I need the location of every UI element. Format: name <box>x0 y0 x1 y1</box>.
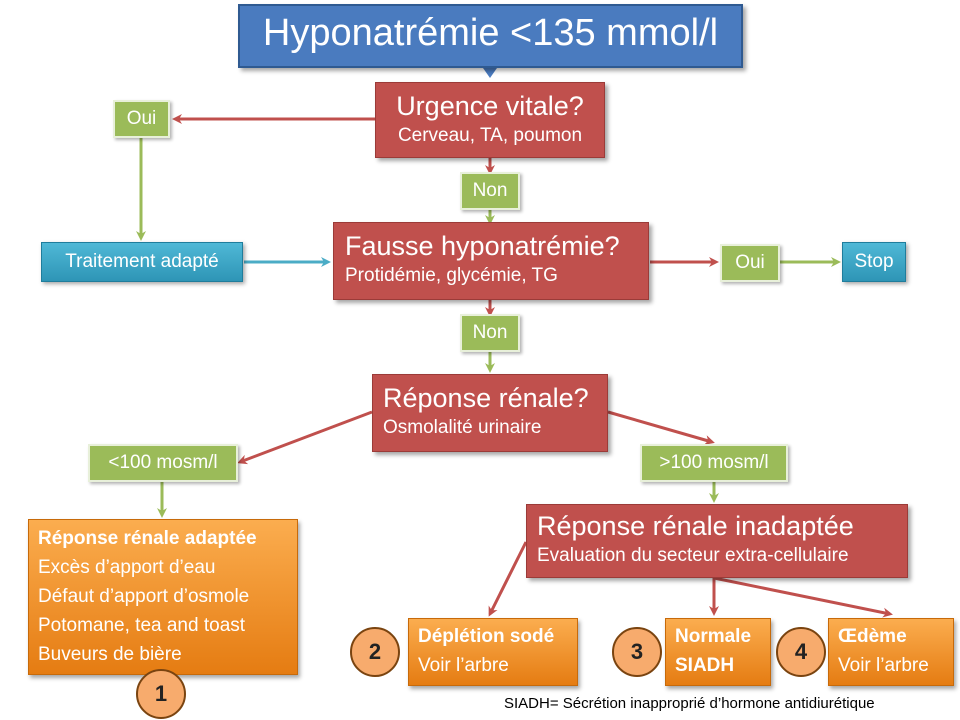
reponse-title: Réponse rénale? <box>383 383 589 413</box>
low-osmo-box: <100 mosm/l <box>88 444 238 482</box>
adaptee-item: Excès d’apport d’eau <box>38 557 216 578</box>
stop-label: Stop <box>854 251 894 272</box>
fausse-non-box: Non <box>460 314 520 352</box>
fausse-box: Fausse hyponatrémie? Protidémie, glycémi… <box>333 222 649 300</box>
urgence-oui-label: Oui <box>126 108 157 129</box>
depletion-subtitle: Voir l’arbre <box>418 655 509 676</box>
low-osmo-label: <100 mosm/l <box>108 452 218 473</box>
arrow-inadaptee-depletion <box>488 541 528 617</box>
normale-title: Normale <box>675 626 752 647</box>
urgence-subtitle: Cerveau, TA, poumon <box>397 125 583 146</box>
inadaptee-title: Réponse rénale inadaptée <box>537 511 854 541</box>
depletion-box: Déplétion sodé Voir l’arbre <box>408 618 578 686</box>
urgence-title: Urgence vitale? <box>396 91 584 121</box>
title-text: Hyponatrémie <135 mmol/l <box>262 12 719 54</box>
adaptee-item: Défaut d’apport d’osmole <box>38 586 250 607</box>
fausse-title: Fausse hyponatrémie? <box>345 231 620 261</box>
fausse-oui-label: Oui <box>735 252 765 273</box>
circle-4: 4 <box>776 627 826 677</box>
high-osmo-label: >100 mosm/l <box>659 452 769 473</box>
footnote: SIADH= Sécrétion inapproprié d’hormone a… <box>504 695 875 712</box>
arrow-reponse-high <box>607 410 715 445</box>
oedeme-box: Œdème Voir l’arbre <box>828 618 954 686</box>
urgence-oui-box: Oui <box>113 100 170 138</box>
fausse-oui-box: Oui <box>720 244 780 282</box>
urgence-box: Urgence vitale? Cerveau, TA, poumon <box>375 82 605 158</box>
title-box: Hyponatrémie <135 mmol/l <box>238 4 743 68</box>
depletion-title: Déplétion sodé <box>418 626 555 647</box>
urgence-non-box: Non <box>460 172 520 210</box>
adaptee-title: Réponse rénale adaptée <box>38 528 257 549</box>
stop-box: Stop <box>842 242 906 282</box>
traitement-label: Traitement adapté <box>65 251 219 272</box>
adaptee-item: Potomane, tea and toast <box>38 615 246 636</box>
adaptee-box: Réponse rénale adaptée Excès d’apport d’… <box>28 519 298 675</box>
arrow-inadaptee-oedeme <box>713 576 893 618</box>
fausse-subtitle: Protidémie, glycémie, TG <box>345 265 558 286</box>
arrow-reponse-low <box>237 410 373 465</box>
urgence-non-label: Non <box>472 180 508 201</box>
reponse-box: Réponse rénale? Osmolalité urinaire <box>372 374 608 452</box>
reponse-subtitle: Osmolalité urinaire <box>383 417 542 438</box>
normale-box: Normale SIADH <box>665 618 771 686</box>
inadaptee-subtitle: Evaluation du secteur extra-cellulaire <box>537 545 849 566</box>
inadaptee-box: Réponse rénale inadaptée Evaluation du s… <box>526 504 908 578</box>
adaptee-item: Buveurs de bière <box>38 644 182 665</box>
title-arrow <box>483 68 497 78</box>
high-osmo-box: >100 mosm/l <box>640 444 788 482</box>
circle-1: 1 <box>136 669 186 719</box>
traitement-box: Traitement adapté <box>41 242 243 282</box>
oedeme-subtitle: Voir l’arbre <box>838 655 929 676</box>
circle-3: 3 <box>612 627 662 677</box>
normale-subtitle: SIADH <box>675 655 735 676</box>
oedeme-title: Œdème <box>838 626 907 647</box>
circle-2: 2 <box>350 627 400 677</box>
fausse-non-label: Non <box>472 322 508 343</box>
